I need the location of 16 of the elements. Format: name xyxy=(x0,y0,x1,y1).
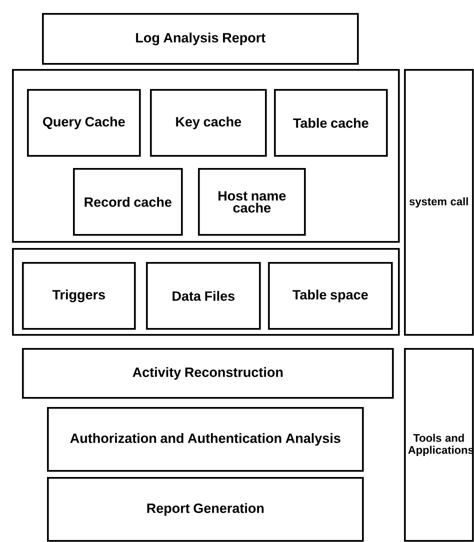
group-box xyxy=(12,248,400,336)
process-box: Activity Reconstruction xyxy=(22,348,394,399)
process-box: Key cache xyxy=(150,89,267,157)
process-box: Table cache xyxy=(274,89,388,157)
process-box: Data Files xyxy=(146,262,261,330)
process-box: Triggers xyxy=(22,262,136,330)
process-box: Query Cache xyxy=(27,89,141,157)
process-box: Table space xyxy=(268,262,393,330)
process-box: Record cache xyxy=(73,168,183,236)
group-box xyxy=(12,69,400,243)
process-box: Log Analysis Report xyxy=(42,13,359,65)
process-box: Authorization and Authentication Analysis xyxy=(47,407,364,472)
process-box: Report Generation xyxy=(47,477,364,542)
process-box: Host name cache xyxy=(198,168,306,236)
process-box: system call xyxy=(404,69,474,336)
process-box: Tools and Applications xyxy=(404,348,474,542)
